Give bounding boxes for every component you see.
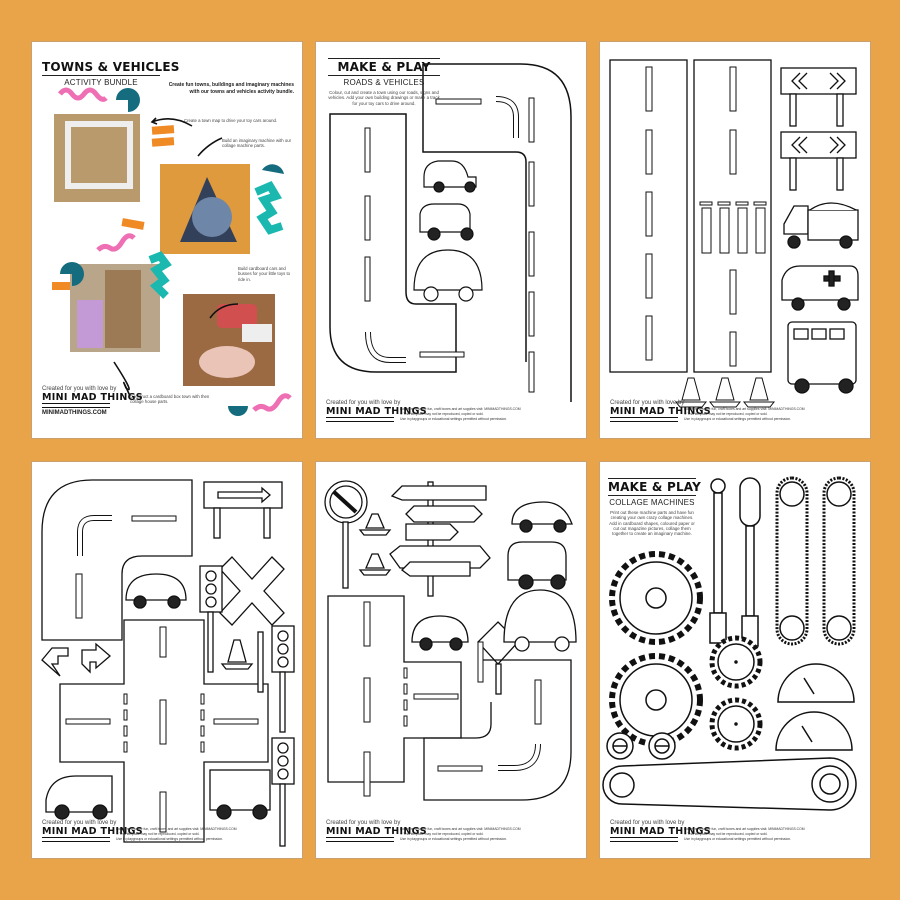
created-by-text: Created for you with love by [42,820,117,826]
legal-line-2: © This template may not be reproduced, c… [684,412,768,416]
brand-logo: MINI MAD THINGS [326,406,427,417]
brand-footer: Created for you with love by MINI MAD TH… [610,820,711,842]
brand-footer: Created for you with love by MINI MAD TH… [610,400,711,422]
brand-logo: MINI MAD THINGS [610,826,711,837]
brand-footer: Created for you with love by MINI MAD TH… [42,386,143,416]
created-by-text: Created for you with love by [42,386,117,392]
created-by-text: Created for you with love by [610,400,685,406]
title-block: MAKE & PLAY ROADS & VEHICLES Colour, cut… [328,58,440,106]
cover-lead-text: Create fun towns, buildings and imaginar… [168,82,294,95]
cover-title-block: TOWNS & VEHICLES ACTIVITY BUNDLE [42,60,180,87]
collage-machines-artwork [602,476,857,811]
signposts-artwork [324,480,577,801]
legal-text: For more creative fun, craft boxes and a… [400,407,580,422]
lever-icon [710,478,726,494]
page-subtitle: ACTIVITY BUNDLE [64,78,138,87]
roads-vehicles-artwork [329,63,572,402]
page-roads-signs: Created for you with love by MINI MAD TH… [600,42,870,438]
page-roads-vehicles: MAKE & PLAY ROADS & VEHICLES Colour, cut… [316,42,586,438]
brand-zigzag [326,837,394,842]
brand-logo: MINI MAD THINGS [326,826,427,837]
legal-line-2: © This template may not be reproduced, c… [116,832,200,836]
intersection-artwork [41,479,295,847]
legal-line-1: For more creative fun, craft boxes and a… [684,407,805,411]
legal-text: For more creative fun, craft boxes and a… [684,827,864,842]
legal-line-2: © This template may not be reproduced, c… [684,832,768,836]
page-title: MAKE & PLAY [608,478,702,496]
page-signposts: Created for you with love by MINI MAD TH… [316,462,586,858]
legal-line-2: © This template may not be reproduced, c… [400,412,484,416]
taxi-icon [411,615,469,643]
note-box-town: Construct a cardboard box town with then… [130,394,210,405]
legal-text: For more creative fun, craft boxes and a… [684,407,864,422]
brand-footer: Created for you with love by MINI MAD TH… [326,400,427,422]
roads-signs-artwork [609,59,859,408]
brand-logo: MINI MAD THINGS [42,826,143,837]
traffic-cone-icon [674,377,776,408]
page-title: MAKE & PLAY [328,58,440,76]
chevron-sign-icon [780,67,857,191]
brand-logo: MINI MAD THINGS [610,406,711,417]
legal-line-2: © This template may not be reproduced, c… [400,832,484,836]
note-machine: Build an imaginary machine with our coll… [222,138,292,149]
legal-line-1: For more creative fun, craft boxes and a… [400,407,521,411]
note-town-map: Create a town map to drive your toy cars… [184,118,278,123]
gauge-icon [777,663,855,703]
page-intersection: Created for you with love by MINI MAD TH… [32,462,302,858]
page-subtitle: ROADS & VEHICLES [343,78,425,87]
legal-line-3: Use in playgroups or educational setting… [400,417,508,421]
taxi-icon [125,573,187,601]
title-block: MAKE & PLAY COLLAGE MACHINES Print out t… [608,478,702,537]
chain-belt-icon [775,476,809,646]
brand-footer: Created for you with love by MINI MAD TH… [42,820,143,842]
brand-logo: MINI MAD THINGS [42,392,143,403]
page-subtitle: COLLAGE MACHINES [609,498,695,507]
vehicles-icons [781,202,859,394]
created-by-text: Created for you with love by [326,400,401,406]
brand-zigzag [326,417,394,422]
page-cover: TOWNS & VEHICLES ACTIVITY BUNDLE Create … [32,42,302,438]
brand-zigzag [42,403,110,408]
brand-footer: Created for you with love by MINI MAD TH… [326,820,427,842]
bus-icon [45,775,113,813]
legal-line-1: For more creative fun, craft boxes and a… [400,827,521,831]
pulley-belt-icon [602,757,857,811]
brand-zigzag [42,837,110,842]
brand-zigzag [610,417,678,422]
cone-icon [227,639,247,663]
brand-url: MINIMADTHINGS.COM [42,410,107,416]
created-by-text: Created for you with love by [326,820,401,826]
legal-line-1: For more creative fun, craft boxes and a… [116,827,237,831]
cover-decorations [52,87,292,416]
legal-line-3: Use in playgroups or educational setting… [684,837,792,841]
traffic-cone-icon [365,513,385,529]
note-cars: Build cardboard cars and busses for your… [238,266,291,282]
piston-icon [739,477,761,527]
created-by-text: Created for you with love by [610,820,685,826]
page-title: TOWNS & VEHICLES [42,60,180,76]
x-sign-icon [219,556,285,626]
legal-line-3: Use in playgroups or educational setting… [116,837,224,841]
legal-text: For more creative fun, craft boxes and a… [400,827,580,842]
page-description: Colour, cut and create a town using our … [328,90,440,106]
page-description: Print out these machine parts and have f… [609,510,695,537]
fire-truck-icon [209,769,271,811]
page-collage-machines: MAKE & PLAY COLLAGE MACHINES Print out t… [600,462,870,858]
brand-zigzag [610,837,678,842]
turn-arrow-icon [41,647,69,677]
legal-line-1: For more creative fun, craft boxes and a… [684,827,805,831]
legal-text: For more creative fun, craft boxes and a… [116,827,296,842]
legal-line-3: Use in playgroups or educational setting… [684,417,792,421]
legal-line-3: Use in playgroups or educational setting… [400,837,508,841]
car-icon [413,160,483,302]
car-icon [511,501,573,525]
